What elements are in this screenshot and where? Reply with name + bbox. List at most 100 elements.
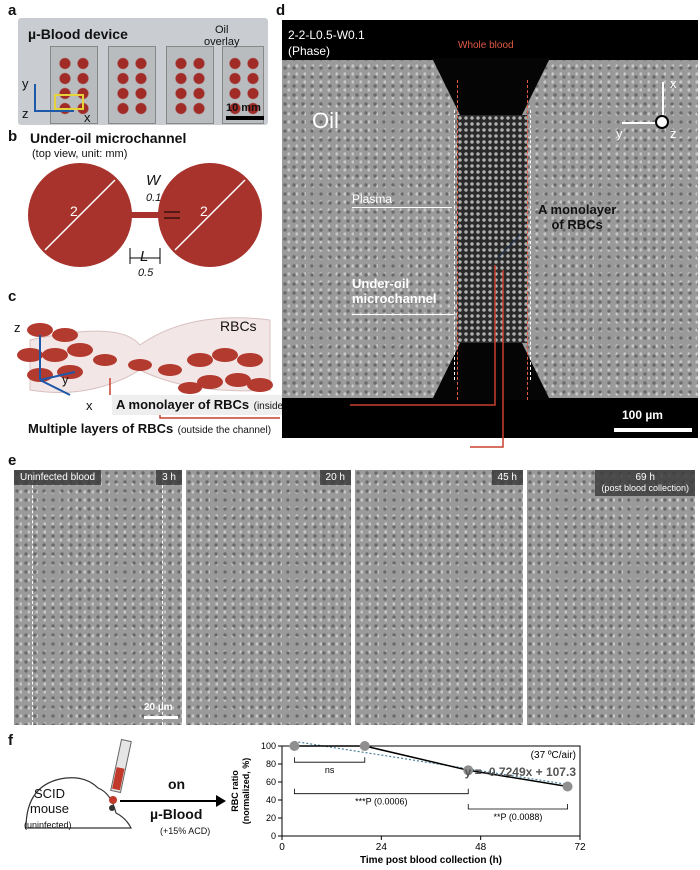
mouse-illustration bbox=[25, 738, 132, 829]
time-tag: 45 h bbox=[491, 470, 523, 485]
axis-z-label: z bbox=[22, 106, 29, 121]
axis-z-label: z bbox=[670, 126, 677, 141]
scale-label: 100 µm bbox=[622, 408, 663, 422]
x-axis-label: Time post blood collection (h) bbox=[360, 855, 502, 866]
axis-x-label: x bbox=[84, 110, 91, 125]
oil-boundary-left bbox=[454, 110, 455, 380]
timelapse-frame-45h: 45 h bbox=[355, 470, 523, 725]
under-oil-label: Under-oil microchannel bbox=[352, 276, 437, 306]
whole-blood-label: Whole blood bbox=[458, 40, 514, 51]
imaging-mode: (Phase) bbox=[288, 44, 331, 58]
axis-z-label: z bbox=[14, 320, 21, 335]
oil-overlay-label: Oil overlay bbox=[204, 24, 240, 48]
axis-y-arrow bbox=[622, 122, 662, 124]
callout-lines bbox=[350, 234, 521, 448]
data-point bbox=[289, 741, 300, 751]
panel-a-label: a bbox=[8, 2, 17, 19]
axis-z-dot bbox=[655, 115, 669, 129]
acd-label: (+15% ACD) bbox=[160, 826, 211, 836]
sample-tag: Uninfected blood bbox=[14, 470, 102, 485]
oil-label: Oil bbox=[312, 108, 339, 133]
diameter-right: 2 bbox=[200, 203, 208, 219]
x-tick-label: 0 bbox=[279, 842, 285, 853]
rbc-illustration bbox=[17, 317, 280, 419]
axis-x-arrow bbox=[662, 82, 664, 122]
device-label: µ-Blood bbox=[150, 806, 203, 822]
data-line bbox=[294, 745, 568, 788]
timelapse-frame-20h: 20 h bbox=[186, 470, 351, 725]
x-tick-label: 24 bbox=[376, 842, 388, 853]
y-tick-label: 20 bbox=[266, 813, 276, 823]
blood-spots bbox=[56, 56, 92, 116]
multilayer-bold: Multiple layers of RBCs bbox=[28, 421, 174, 436]
monolayer-bold: A monolayer of RBCs bbox=[116, 397, 250, 412]
y-axis-label: (normalized, %) bbox=[241, 758, 251, 825]
plasma-label: Plasma bbox=[352, 192, 393, 206]
device-photo: µ-Blood device Oil overlay 10 mm y z x bbox=[18, 18, 268, 125]
panel-f-label: f bbox=[8, 732, 13, 749]
rbc-channel bbox=[457, 115, 527, 343]
y-tick-label: 80 bbox=[266, 759, 276, 769]
uninfected-label: (uninfected) bbox=[24, 820, 72, 830]
p-value-annotation: ***P (0.0006) bbox=[355, 797, 407, 807]
p-value-annotation-bracket bbox=[467, 804, 568, 810]
channel-edge-left bbox=[457, 80, 458, 400]
scale-bar bbox=[226, 116, 264, 120]
blood-spots bbox=[172, 56, 208, 116]
data-point bbox=[463, 765, 474, 776]
transfer-arrow bbox=[120, 800, 220, 802]
on-label: on bbox=[168, 776, 186, 792]
scale-label: 20 µm bbox=[144, 702, 173, 713]
time-note: (post blood collection) bbox=[601, 483, 689, 493]
panel-c-label: c bbox=[8, 288, 17, 305]
diameter-left: 2 bbox=[70, 203, 78, 219]
time-tag: 3 h bbox=[156, 470, 182, 485]
time-value: 69 h bbox=[635, 472, 655, 483]
multilayer-caption: Multiple layers of RBCs (outside the cha… bbox=[28, 420, 271, 438]
channel-edge bbox=[32, 470, 33, 725]
y-tick-label: 60 bbox=[266, 777, 276, 787]
plasma-pointer bbox=[352, 207, 452, 208]
timelapse-frame-69h: 69 h (post blood collection) bbox=[527, 470, 695, 725]
under-oil-pointer bbox=[352, 314, 454, 315]
plot-frame bbox=[281, 745, 581, 837]
blood-spots bbox=[114, 56, 150, 116]
selection-box bbox=[54, 94, 84, 110]
w-value: 0.1 bbox=[146, 192, 162, 204]
oil-boundary-right bbox=[530, 110, 531, 380]
channel-edge bbox=[162, 470, 163, 725]
monolayer-label: A monolayer of RBCs bbox=[538, 202, 617, 232]
axis-y-label: y bbox=[22, 76, 29, 91]
axis-x-label: x bbox=[86, 398, 93, 413]
y-axis-label: RBC ratio bbox=[230, 770, 240, 812]
timelapse-frame-3h: Uninfected blood 3 h 20 µm bbox=[14, 470, 182, 725]
y-tick-label: 0 bbox=[271, 831, 276, 841]
data-point bbox=[359, 741, 370, 751]
l-value: 0.5 bbox=[138, 267, 154, 279]
panel-e-label: e bbox=[8, 452, 17, 469]
ns-annotation-bracket bbox=[294, 757, 366, 763]
axis-arrow bbox=[34, 110, 74, 112]
fit-equation: y = -0.7249x + 107.3 bbox=[465, 765, 577, 779]
phase-image: 2-2-L0.5-W0.1 (Phase) Whole blood Oil Pl… bbox=[282, 20, 698, 438]
ns-annotation: ns bbox=[325, 765, 335, 775]
l-label: L bbox=[140, 248, 149, 265]
data-point bbox=[562, 781, 573, 792]
y-tick-label: 100 bbox=[261, 741, 276, 751]
p-value-annotation-bracket bbox=[294, 788, 469, 795]
device-title: µ-Blood device bbox=[28, 26, 128, 42]
w-label: W bbox=[146, 172, 161, 189]
time-tag: 20 h bbox=[319, 470, 351, 485]
sample-code: 2-2-L0.5-W0.1 bbox=[288, 28, 365, 42]
condition-label: (37 ºC/air) bbox=[531, 750, 576, 761]
x-tick-label: 72 bbox=[574, 842, 586, 853]
x-tick-label: 48 bbox=[475, 842, 487, 853]
mouse-label: SCID mouse bbox=[30, 786, 70, 816]
panel-d-label: d bbox=[276, 2, 286, 19]
scale-bar bbox=[614, 428, 692, 432]
transfer-arrowhead bbox=[216, 795, 226, 807]
axis-y-label: y bbox=[616, 126, 623, 141]
channel-schematic bbox=[28, 163, 262, 267]
scale-bar bbox=[144, 716, 178, 719]
